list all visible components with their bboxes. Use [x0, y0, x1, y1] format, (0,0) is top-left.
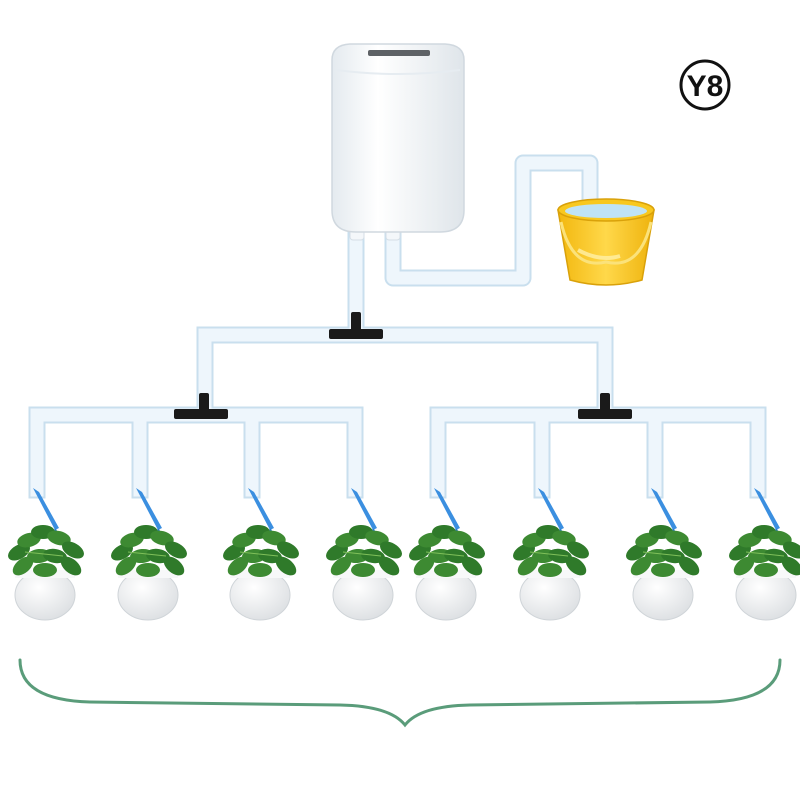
plant-leaves: [729, 525, 800, 577]
plant-leaves: [326, 525, 402, 577]
tee-connector-right: [578, 393, 632, 419]
dripper-stake: [248, 488, 274, 530]
tee-connector-left: [174, 393, 228, 419]
plant-leaves: [111, 525, 187, 577]
bracket-brace: [18, 658, 782, 728]
plant-unit: [8, 488, 84, 621]
tee-connector-main: [329, 312, 383, 339]
plant-leaves: [223, 525, 299, 577]
pump-display: [368, 50, 430, 56]
plant-leaves: [409, 525, 485, 577]
dripper-stake: [434, 488, 460, 530]
model-badge: Y8: [679, 59, 731, 111]
dripper-stake: [33, 488, 59, 530]
tee-connectors: [174, 312, 632, 419]
plant-unit: [223, 488, 299, 621]
plant-unit: [326, 488, 402, 621]
dripper-stake: [351, 488, 377, 530]
dripper-stake: [651, 488, 677, 530]
plant-unit: [111, 488, 187, 621]
model-badge-label: Y8: [687, 70, 724, 103]
dripper-stake: [754, 488, 780, 530]
plant-unit: [513, 488, 589, 621]
plant-unit: [626, 488, 702, 621]
plant-leaves: [626, 525, 702, 577]
plant-leaves: [8, 525, 84, 577]
plant-unit: [729, 488, 800, 621]
plant-unit: [409, 488, 485, 621]
water-pump: [331, 43, 465, 241]
plant-row: [8, 488, 800, 621]
water-bucket: [557, 198, 655, 286]
dripper-stake: [538, 488, 564, 530]
plant-leaves: [513, 525, 589, 577]
dripper-stake: [136, 488, 162, 530]
bucket-water: [565, 204, 647, 218]
